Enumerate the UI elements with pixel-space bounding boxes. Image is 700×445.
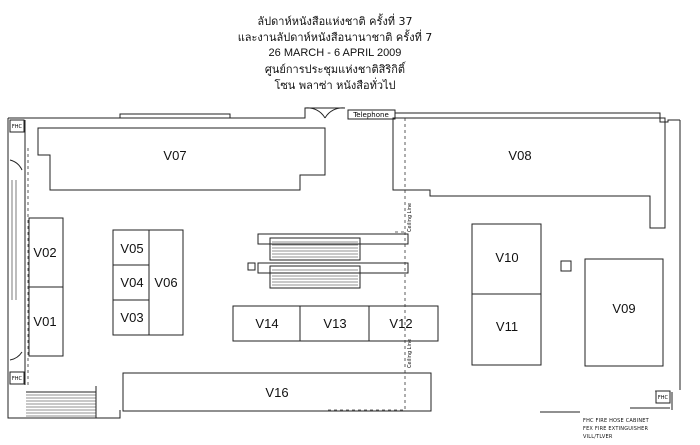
- booth-v01-label: V01: [33, 314, 56, 329]
- escalator-upper: [269, 237, 361, 261]
- booth-v13-label: V13: [323, 316, 346, 331]
- bottom-wall-left: [7, 402, 121, 419]
- legend-line-1: FHC FIRE HOSE CABINET: [583, 418, 649, 424]
- booth-v02-label: V02: [33, 245, 56, 260]
- venue-name: ศูนย์การประชุมแห่งชาติสิริกิติ์: [264, 63, 406, 76]
- fhc-label-left: FHC: [12, 376, 23, 382]
- booth-v09-label: V09: [612, 301, 635, 316]
- booth-v12-label: V12: [389, 316, 412, 331]
- title-line-2: และงานลัปดาห์หนังสือนานาชาติ ครั้งที่ 7: [237, 31, 433, 44]
- legend-line-3: VILL/TLVER: [583, 434, 613, 440]
- booth-v04-label: V04: [120, 275, 143, 290]
- booth-v03-label: V03: [120, 310, 143, 325]
- telephone-label: Telephone: [352, 111, 389, 119]
- escalator-lower: [269, 265, 361, 289]
- fhc-label-right: FHC: [658, 395, 669, 401]
- booth-v08-shape: [392, 117, 666, 229]
- booth-v14-label: V14: [255, 316, 278, 331]
- title-line-1: ลัปดาห์หนังสือแห่งชาติ ครั้งที่ 37: [257, 15, 413, 28]
- booth-v05-label: V05: [120, 241, 143, 256]
- booth-v16-label: V16: [265, 385, 288, 400]
- booth-v07-shape: [37, 127, 326, 191]
- booth-v11-label: V11: [496, 319, 518, 334]
- zone-name: โซน พลาซ่า หนังสือทั่วไป: [274, 79, 396, 92]
- ceiling-line-path: [325, 118, 406, 411]
- legend-line-2: FEX FIRE EXTINGUISHER: [583, 426, 649, 432]
- top-wall-left: [8, 107, 345, 119]
- ceiling-line-label-lower: Ceiling Line: [407, 339, 413, 368]
- fhc-label-top: FHC: [12, 124, 23, 130]
- booth-v10-label: V10: [495, 250, 518, 265]
- booth-v07-label: V07: [163, 148, 186, 163]
- booth-v06-label: V06: [154, 275, 177, 290]
- ceiling-line-label-upper: Ceiling Line: [407, 203, 413, 232]
- booth-v08-label: V08: [508, 148, 531, 163]
- top-wall-right: [395, 112, 680, 123]
- date-range: 26 MARCH - 6 APRIL 2009: [268, 47, 402, 59]
